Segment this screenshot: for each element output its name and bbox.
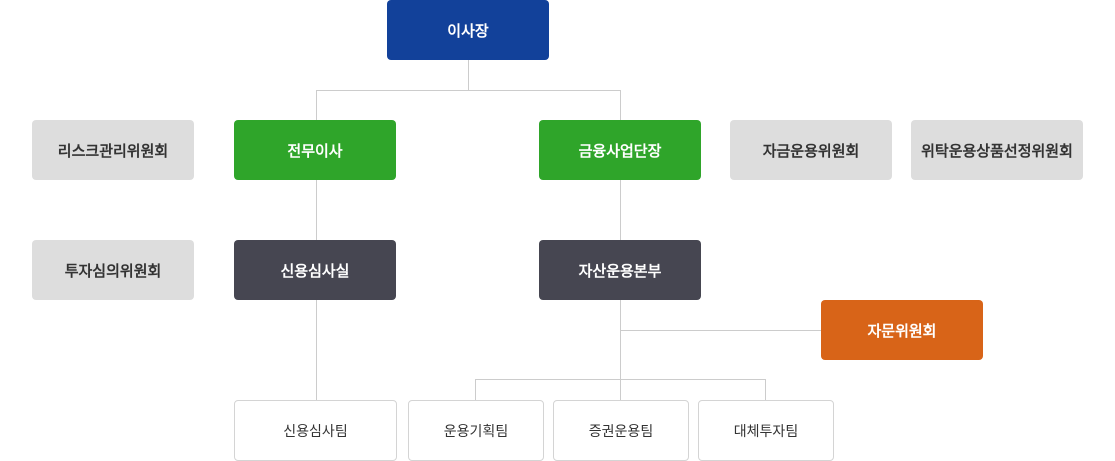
asset-mgmt-division-box: 자산운용본부: [539, 240, 701, 300]
executive-director-box: 전무이사: [234, 120, 396, 180]
fund-operation-committee-box: 자금운용위원회: [730, 120, 892, 180]
connector-to-planning-team: [475, 379, 476, 400]
connector-to-advisory: [620, 330, 821, 331]
chairman-box: 이사장: [387, 0, 549, 60]
credit-review-team-box: 신용심사팀: [234, 400, 397, 461]
alternative-investment-team-box: 대체투자팀: [698, 400, 834, 461]
connector-to-executive: [316, 90, 317, 120]
connector-credit-to-team: [316, 300, 317, 400]
operation-planning-team-box: 운용기획팀: [408, 400, 544, 461]
securities-team-box: 증권운용팀: [553, 400, 689, 461]
trust-product-committee-box: 위탁운용상품선정위원회: [911, 120, 1083, 180]
connector-executive-to-credit: [316, 180, 317, 240]
connector-to-alternative-team: [765, 379, 766, 400]
connector-teams-branch: [475, 379, 766, 380]
risk-committee-box: 리스크관리위원회: [32, 120, 194, 180]
connector-finance-to-asset: [620, 180, 621, 240]
investment-review-committee-box: 투자심의위원회: [32, 240, 194, 300]
connector-to-finance: [620, 90, 621, 120]
connector-top-branch: [316, 90, 621, 91]
advisory-committee-box: 자문위원회: [821, 300, 983, 360]
finance-head-box: 금융사업단장: [539, 120, 701, 180]
connector-asset-down: [620, 300, 621, 400]
credit-review-office-box: 신용심사실: [234, 240, 396, 300]
connector-chairman-down: [468, 60, 469, 90]
